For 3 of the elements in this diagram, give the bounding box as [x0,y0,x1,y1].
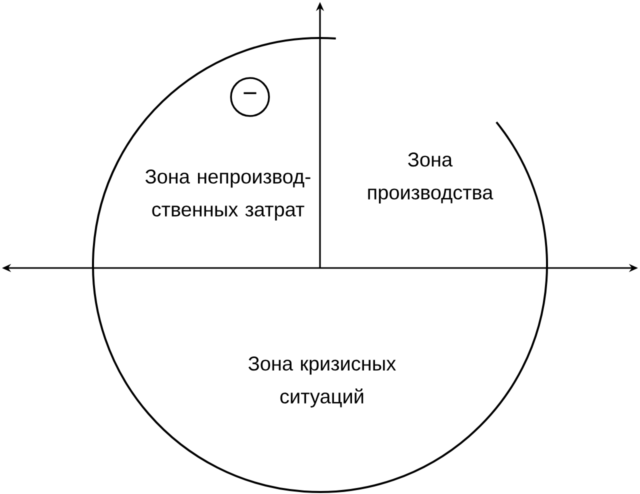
zone-label: Зона производства [368,152,494,204]
zone-label: Зона кризисных ситуаций [248,356,396,408]
zone-label: Зона непроизвод-ственных затрат [145,170,310,220]
